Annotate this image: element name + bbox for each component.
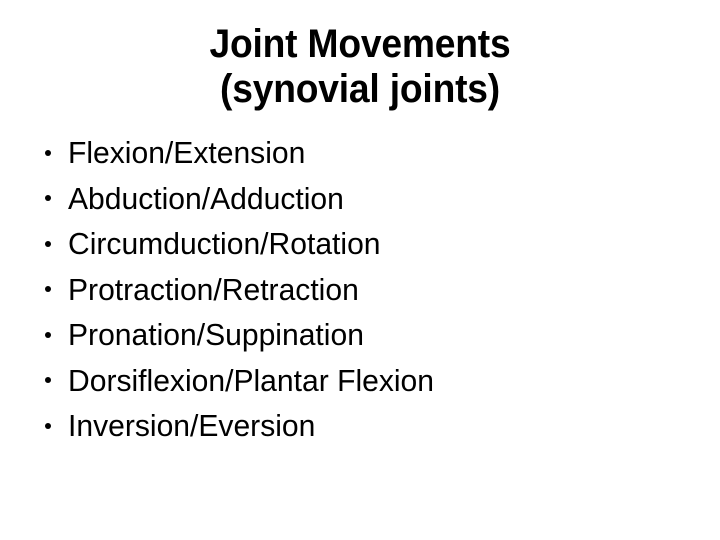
bullet-dot-icon <box>45 286 51 293</box>
list-item-label: Circumduction/Rotation <box>68 226 381 261</box>
list-item-label: Inversion/Eversion <box>68 408 316 443</box>
list-item: Inversion/Eversion <box>34 403 674 449</box>
bullet-dot-icon <box>45 331 51 338</box>
slide-title-line-1: Joint Movements <box>209 22 511 66</box>
list-item-label: Flexion/Extension <box>68 135 306 170</box>
bullet-dot-icon <box>45 240 51 247</box>
list-item: Dorsiflexion/Plantar Flexion <box>34 358 674 404</box>
list-item: Pronation/Suppination <box>34 312 674 358</box>
list-item-label: Pronation/Suppination <box>68 317 364 352</box>
list-item: Circumduction/Rotation <box>34 221 674 267</box>
list-item: Protraction/Retraction <box>34 267 674 313</box>
list-item: Abduction/Adduction <box>34 176 674 222</box>
list-item-label: Dorsiflexion/Plantar Flexion <box>68 362 435 398</box>
bullet-dot-icon <box>45 149 51 156</box>
bullet-dot-icon <box>45 195 51 202</box>
list-item-label: Abduction/Adduction <box>68 180 344 216</box>
list-item: Flexion/Extension <box>34 130 674 176</box>
list-item-label: Protraction/Retraction <box>68 271 359 307</box>
bullet-dot-icon <box>45 377 51 384</box>
bullet-dot-icon <box>45 422 51 429</box>
slide-title: Joint Movements (synovial joints) <box>0 22 720 112</box>
slide-title-line-2: (synovial joints) <box>219 67 501 111</box>
joint-movements-list: Flexion/Extension Abduction/Adduction Ci… <box>34 130 674 449</box>
